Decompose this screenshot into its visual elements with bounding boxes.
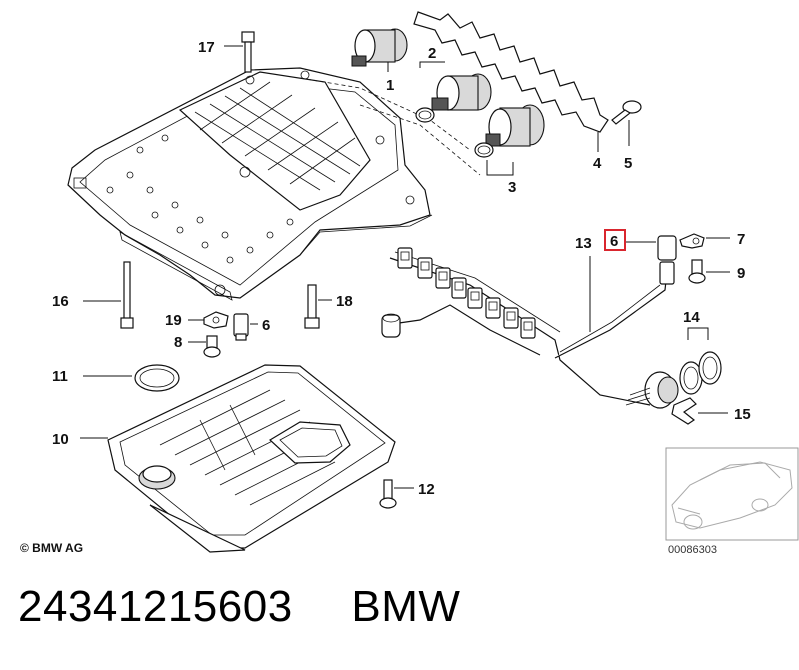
callout-6[interactable]: 6 bbox=[262, 317, 270, 334]
callout-16[interactable]: 16 bbox=[52, 293, 69, 310]
clip-part-7: 7 bbox=[679, 231, 745, 249]
callout-11[interactable]: 11 bbox=[52, 368, 68, 385]
screw-part-5: 5 bbox=[611, 100, 642, 172]
callout-18[interactable]: 18 bbox=[336, 293, 353, 310]
wiring-harness-part-13: 13 bbox=[381, 235, 679, 409]
callout-19[interactable]: 19 bbox=[165, 312, 182, 329]
callout-7[interactable]: 7 bbox=[737, 231, 745, 248]
callout-17[interactable]: 17 bbox=[198, 39, 215, 56]
footer-caption: 24341215603 BMW bbox=[18, 582, 460, 632]
cluster-parts-19-6-8: 19 6 8 bbox=[165, 311, 270, 358]
solenoid-part-3: 3 bbox=[474, 104, 545, 196]
callout-9[interactable]: 9 bbox=[737, 265, 745, 282]
brand-name: BMW bbox=[351, 582, 461, 631]
sensor-part-6-highlighted: 6 bbox=[604, 229, 656, 251]
seal-rings-part-14: 14 bbox=[679, 309, 722, 395]
diagram-ref-number: 00086303 bbox=[668, 544, 717, 556]
callout-5[interactable]: 5 bbox=[624, 155, 632, 172]
solenoid-part-1: 1 bbox=[351, 28, 408, 94]
bolt-part-16: 16 bbox=[52, 261, 134, 329]
solenoid-part-2: 2 bbox=[415, 45, 492, 123]
oil-pan-part-10: 10 bbox=[52, 364, 396, 553]
callout-12[interactable]: 12 bbox=[418, 481, 435, 498]
screw-part-9: 9 bbox=[688, 259, 745, 284]
callout-10[interactable]: 10 bbox=[52, 431, 69, 448]
clip-part-15: 15 bbox=[671, 397, 751, 425]
gasket-part-4: 4 bbox=[413, 11, 609, 172]
bolt-part-17: 17 bbox=[198, 31, 255, 73]
valve-body bbox=[67, 67, 481, 301]
callout-15[interactable]: 15 bbox=[734, 406, 751, 423]
bolt-part-12: 12 bbox=[379, 479, 435, 509]
copyright-text: © BMW AG bbox=[20, 541, 83, 555]
car-thumbnail: 00086303 bbox=[665, 447, 799, 556]
oring-part-11: 11 bbox=[52, 364, 180, 392]
callout-1[interactable]: 1 bbox=[386, 77, 394, 94]
callout-13[interactable]: 13 bbox=[575, 235, 592, 252]
highlight-box bbox=[604, 229, 626, 251]
callout-2[interactable]: 2 bbox=[428, 45, 436, 62]
callout-6-highlight[interactable]: 6 bbox=[610, 233, 618, 250]
callout-3[interactable]: 3 bbox=[508, 179, 516, 196]
callout-4[interactable]: 4 bbox=[593, 155, 602, 172]
callout-14[interactable]: 14 bbox=[683, 309, 700, 326]
part-number: 24341215603 bbox=[18, 582, 293, 631]
callout-8[interactable]: 8 bbox=[174, 334, 182, 351]
bolt-part-18: 18 bbox=[304, 284, 353, 329]
